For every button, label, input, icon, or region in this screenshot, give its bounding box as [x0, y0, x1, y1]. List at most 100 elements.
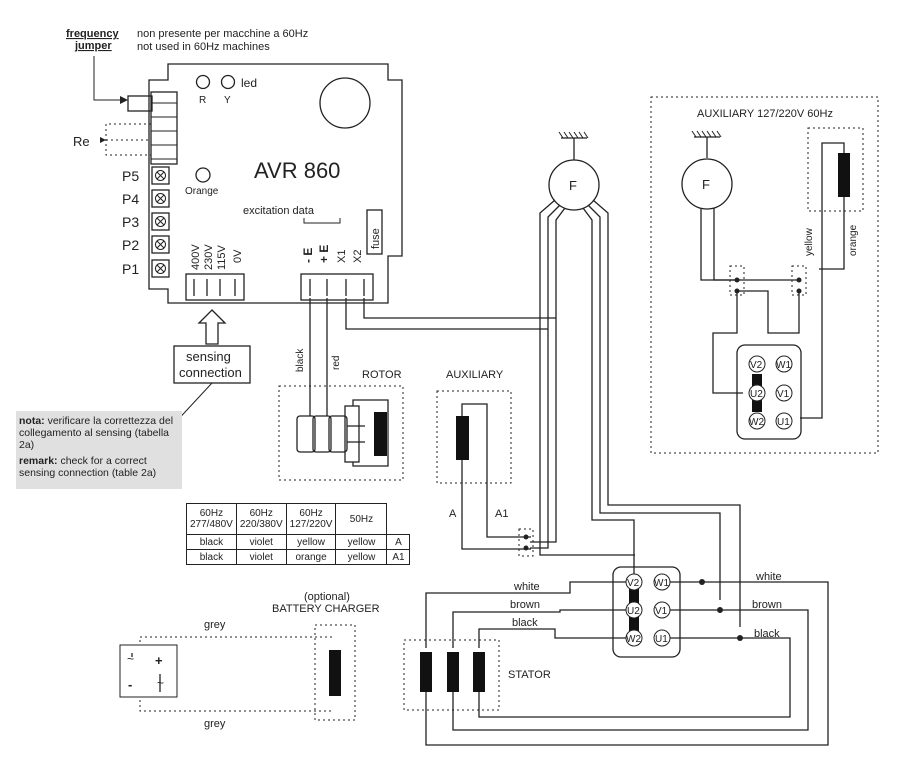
pot-label-p3: P3: [122, 214, 139, 230]
stator-dashed-box: [403, 639, 500, 711]
aux-orange-label: orange: [848, 224, 859, 256]
ground-symbol-main: [558, 131, 589, 160]
svg-text:U2: U2: [750, 389, 763, 400]
pot-p3[interactable]: [151, 212, 170, 231]
stator-title: STATOR: [508, 669, 551, 681]
sensing-connector: [185, 273, 245, 301]
battery-optional-label: (optional): [304, 591, 350, 603]
rotor-diode-bridge: [296, 405, 365, 463]
nota-paragraph: nota: verificare la correttezza del coll…: [19, 415, 174, 451]
x1-label: X1: [336, 250, 348, 263]
table-header-4: 50Hz: [335, 503, 388, 535]
stator-winding-3: [473, 652, 485, 692]
pot-p4[interactable]: [151, 189, 170, 208]
re-resistor-arrow: [100, 137, 106, 143]
svg-text:U1: U1: [777, 417, 790, 428]
svg-text:V2: V2: [750, 360, 763, 371]
pot-p5[interactable]: [151, 166, 170, 185]
auxiliary-winding: [456, 416, 469, 460]
pot-p1[interactable]: [151, 259, 170, 278]
battery-rectifier-icon: ~ + - ~: [119, 644, 178, 698]
stator-right-black: black: [754, 628, 780, 640]
svg-text:+: +: [155, 653, 163, 668]
svg-text:U2: U2: [627, 606, 640, 617]
jumper-arrow: [93, 56, 120, 101]
stator-left-white: white: [513, 581, 540, 593]
fuse: [366, 209, 383, 255]
aux-terminal-u1: [775, 412, 793, 430]
excitation-connector: [300, 273, 374, 301]
frequency-jumper-label-2: jumper: [74, 40, 112, 52]
aux-terminal-w2: [748, 412, 766, 430]
auxiliary-title: AUXILIARY: [446, 369, 504, 381]
exc-plus-label: + E: [317, 245, 331, 263]
pot-label-p2: P2: [122, 237, 139, 253]
sensing-up-arrow: [197, 309, 227, 345]
rotor-winding: [374, 412, 387, 456]
frequency-jumper-label-1: frequency: [66, 28, 119, 40]
led-y-label: Y: [224, 95, 231, 106]
stator-right-brown: brown: [752, 599, 782, 611]
rotor-dashed-box: [278, 385, 404, 481]
note-italian: non presente per macchine a 60Hz: [137, 28, 308, 40]
stator-terminal-block: [612, 566, 681, 658]
svg-text:W2: W2: [626, 634, 641, 645]
aux-terminal-v1: [775, 384, 793, 402]
frequency-jumper: [127, 95, 153, 112]
aux-a-label: A: [449, 508, 457, 520]
x2-label: X2: [352, 250, 364, 263]
main-exciter-f: [548, 159, 600, 211]
svg-text:-: -: [128, 677, 132, 692]
aux-terminal-block: [736, 344, 802, 440]
auxiliary-dashed-box: [436, 390, 512, 484]
sensing-term-230v: 230V: [203, 244, 215, 270]
pot-p2[interactable]: [151, 235, 170, 254]
battery-grey-top: grey: [204, 619, 226, 631]
pot-label-p5: P5: [122, 168, 139, 184]
excitation-data-label: excitation data: [243, 205, 315, 217]
svg-text:W2: W2: [749, 417, 764, 428]
aux-f-label: F: [702, 177, 710, 192]
jumper-arrow-head: [120, 96, 128, 104]
svg-text:U1: U1: [655, 634, 668, 645]
aux-exciter-f: [681, 158, 733, 210]
rotor-title: ROTOR: [362, 369, 402, 381]
jumper-connector: [150, 91, 178, 165]
led-r-label: R: [199, 95, 206, 106]
exc-minus-label: - E: [301, 248, 315, 263]
svg-text:W1: W1: [654, 578, 669, 589]
stator-left-black: black: [512, 617, 538, 629]
ground-symbol-aux: [691, 130, 722, 158]
sensing-term-115v: 115V: [216, 244, 228, 270]
stator-winding-2: [447, 652, 459, 692]
led-y: [220, 74, 236, 90]
aux-terminal-w1: [775, 355, 793, 373]
battery-winding: [329, 650, 341, 696]
led-r: [195, 74, 211, 90]
aux-a1-label: A1: [495, 508, 508, 520]
battery-dashed-box: [314, 624, 356, 721]
aux-box-dashed: [650, 96, 879, 454]
svg-text:V2: V2: [627, 578, 640, 589]
note-box: nota: verificare la correttezza del coll…: [16, 411, 182, 489]
orange-led: [195, 167, 211, 183]
remark-paragraph: remark: check for a correct sensing conn…: [19, 455, 157, 479]
rotor-red-label: red: [331, 356, 342, 370]
sensing-term-400v: 400V: [190, 244, 202, 270]
led-label: led: [241, 76, 257, 90]
avr-capacitor: [319, 77, 371, 129]
avr-model-title: AVR 860: [254, 158, 340, 183]
sensing-label-2: connection: [179, 365, 242, 380]
aux-box-title: AUXILIARY 127/220V 60Hz: [697, 108, 833, 120]
note-english: not used in 60Hz machines: [137, 41, 270, 53]
aux-terminal-u2: [748, 384, 766, 402]
stator-winding-1: [420, 652, 432, 692]
re-label: Re: [73, 134, 90, 149]
main-f-label: F: [569, 178, 577, 193]
pot-label-p4: P4: [122, 191, 139, 207]
table-row: black violet yellow yellow A: [186, 534, 411, 550]
pot-label-p1: P1: [122, 261, 139, 277]
